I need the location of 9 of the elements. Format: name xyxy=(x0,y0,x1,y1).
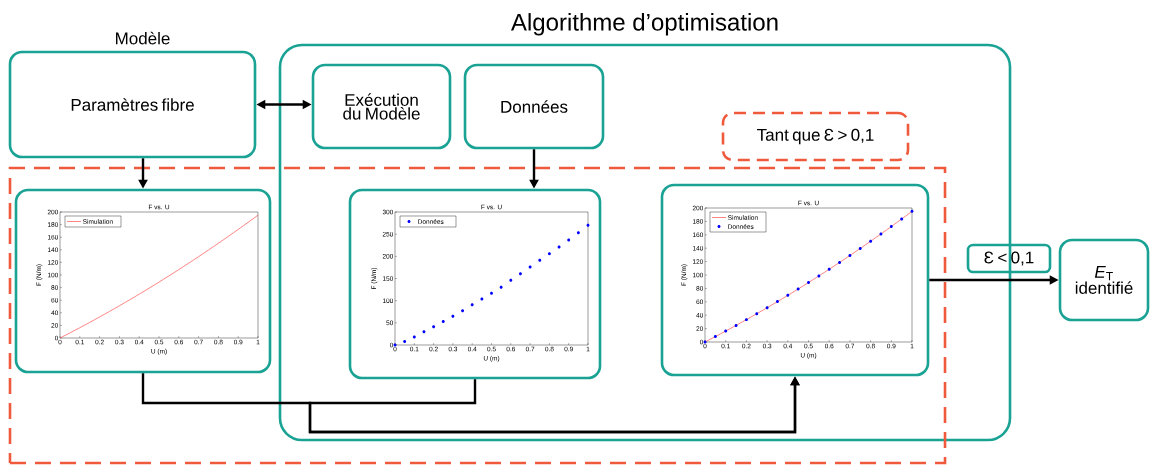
loop-frame xyxy=(8,166,947,465)
condition-box: Ɛ < 0,1 xyxy=(966,243,1052,274)
process-box: Données xyxy=(463,63,605,150)
heading: Algorithme d’optimisation xyxy=(511,13,778,36)
process-box: Paramètres fibre xyxy=(8,50,257,159)
condition-box: Tant que Ɛ > 0,1 xyxy=(721,111,910,162)
heading: Modèle xyxy=(116,31,170,45)
process-box: Exécution du Modèle xyxy=(311,63,452,150)
result-box: E$_{T}$ identifié xyxy=(1058,238,1150,322)
